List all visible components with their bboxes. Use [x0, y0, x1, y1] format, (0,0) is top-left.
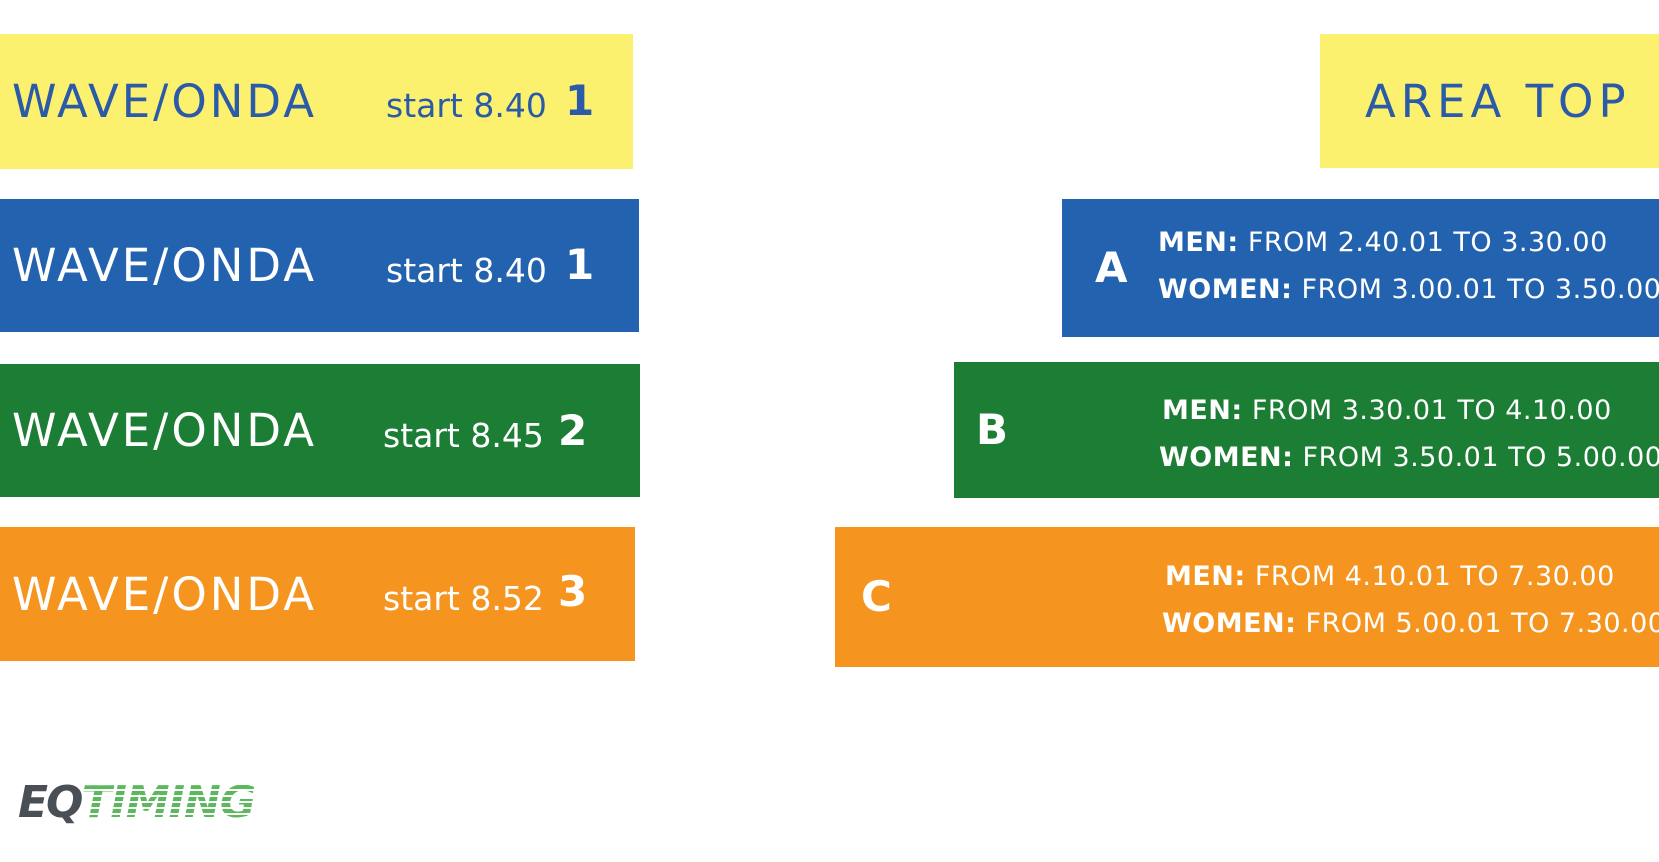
category-men-line: MEN: FROM 3.30.01 TO 4.10.00	[1162, 395, 1612, 426]
category-letter: C	[861, 572, 892, 621]
logo-timing-text: TIMING	[81, 777, 255, 828]
wave-bar-orange: WAVE/ONDA start 8.52 3	[0, 527, 635, 661]
wave-title: WAVE/ONDA	[12, 567, 318, 621]
women-range: FROM 3.00.01 TO 3.50.00	[1301, 274, 1659, 305]
category-men-line: MEN: FROM 2.40.01 TO 3.30.00	[1158, 227, 1608, 258]
area-title: AREA TOP	[1365, 74, 1631, 128]
wave-start-time: start 8.40	[386, 86, 547, 125]
men-label: MEN:	[1162, 395, 1243, 426]
wave-start-time: start 8.52	[383, 579, 544, 618]
women-range: FROM 3.50.01 TO 5.00.00	[1302, 442, 1659, 473]
logo-eq-text: EQ	[18, 777, 83, 828]
wave-bar-yellow: WAVE/ONDA start 8.40 1	[0, 34, 633, 169]
men-range: FROM 2.40.01 TO 3.30.00	[1247, 227, 1608, 258]
men-range: FROM 3.30.01 TO 4.10.00	[1251, 395, 1612, 426]
wave-bar-green: WAVE/ONDA start 8.45 2	[0, 364, 640, 497]
wave-number: 2	[558, 406, 588, 455]
category-b-bar: B MEN: FROM 3.30.01 TO 4.10.00 WOMEN: FR…	[954, 362, 1659, 498]
men-label: MEN:	[1158, 227, 1239, 258]
wave-start-time: start 8.45	[383, 416, 544, 455]
women-label: WOMEN:	[1159, 442, 1294, 473]
category-letter: B	[976, 405, 1009, 454]
area-top-label: AREA TOP	[1320, 34, 1659, 168]
category-c-bar: C MEN: FROM 4.10.01 TO 7.30.00 WOMEN: FR…	[835, 527, 1659, 667]
category-letter: A	[1095, 243, 1128, 292]
eqtiming-logo: EQ TIMING	[18, 775, 256, 828]
wave-number: 3	[558, 567, 588, 616]
wave-number: 1	[565, 240, 595, 289]
wave-bar-blue: WAVE/ONDA start 8.40 1	[0, 199, 639, 332]
wave-title: WAVE/ONDA	[12, 404, 318, 457]
wave-number: 1	[565, 76, 595, 125]
category-a-bar: A MEN: FROM 2.40.01 TO 3.30.00 WOMEN: FR…	[1062, 199, 1659, 337]
women-range: FROM 5.00.01 TO 7.30.00	[1305, 608, 1659, 639]
category-men-line: MEN: FROM 4.10.01 TO 7.30.00	[1165, 561, 1615, 592]
men-range: FROM 4.10.01 TO 7.30.00	[1254, 561, 1615, 592]
wave-title: WAVE/ONDA	[12, 75, 318, 128]
wave-start-time: start 8.40	[386, 251, 547, 290]
category-women-line: WOMEN: FROM 3.00.01 TO 3.50.00	[1158, 274, 1659, 305]
men-label: MEN:	[1165, 561, 1246, 592]
category-women-line: WOMEN: FROM 3.50.01 TO 5.00.00	[1159, 442, 1659, 473]
women-label: WOMEN:	[1162, 608, 1297, 639]
wave-title: WAVE/ONDA	[12, 239, 318, 292]
women-label: WOMEN:	[1158, 274, 1293, 305]
category-women-line: WOMEN: FROM 5.00.01 TO 7.30.00	[1162, 608, 1659, 639]
